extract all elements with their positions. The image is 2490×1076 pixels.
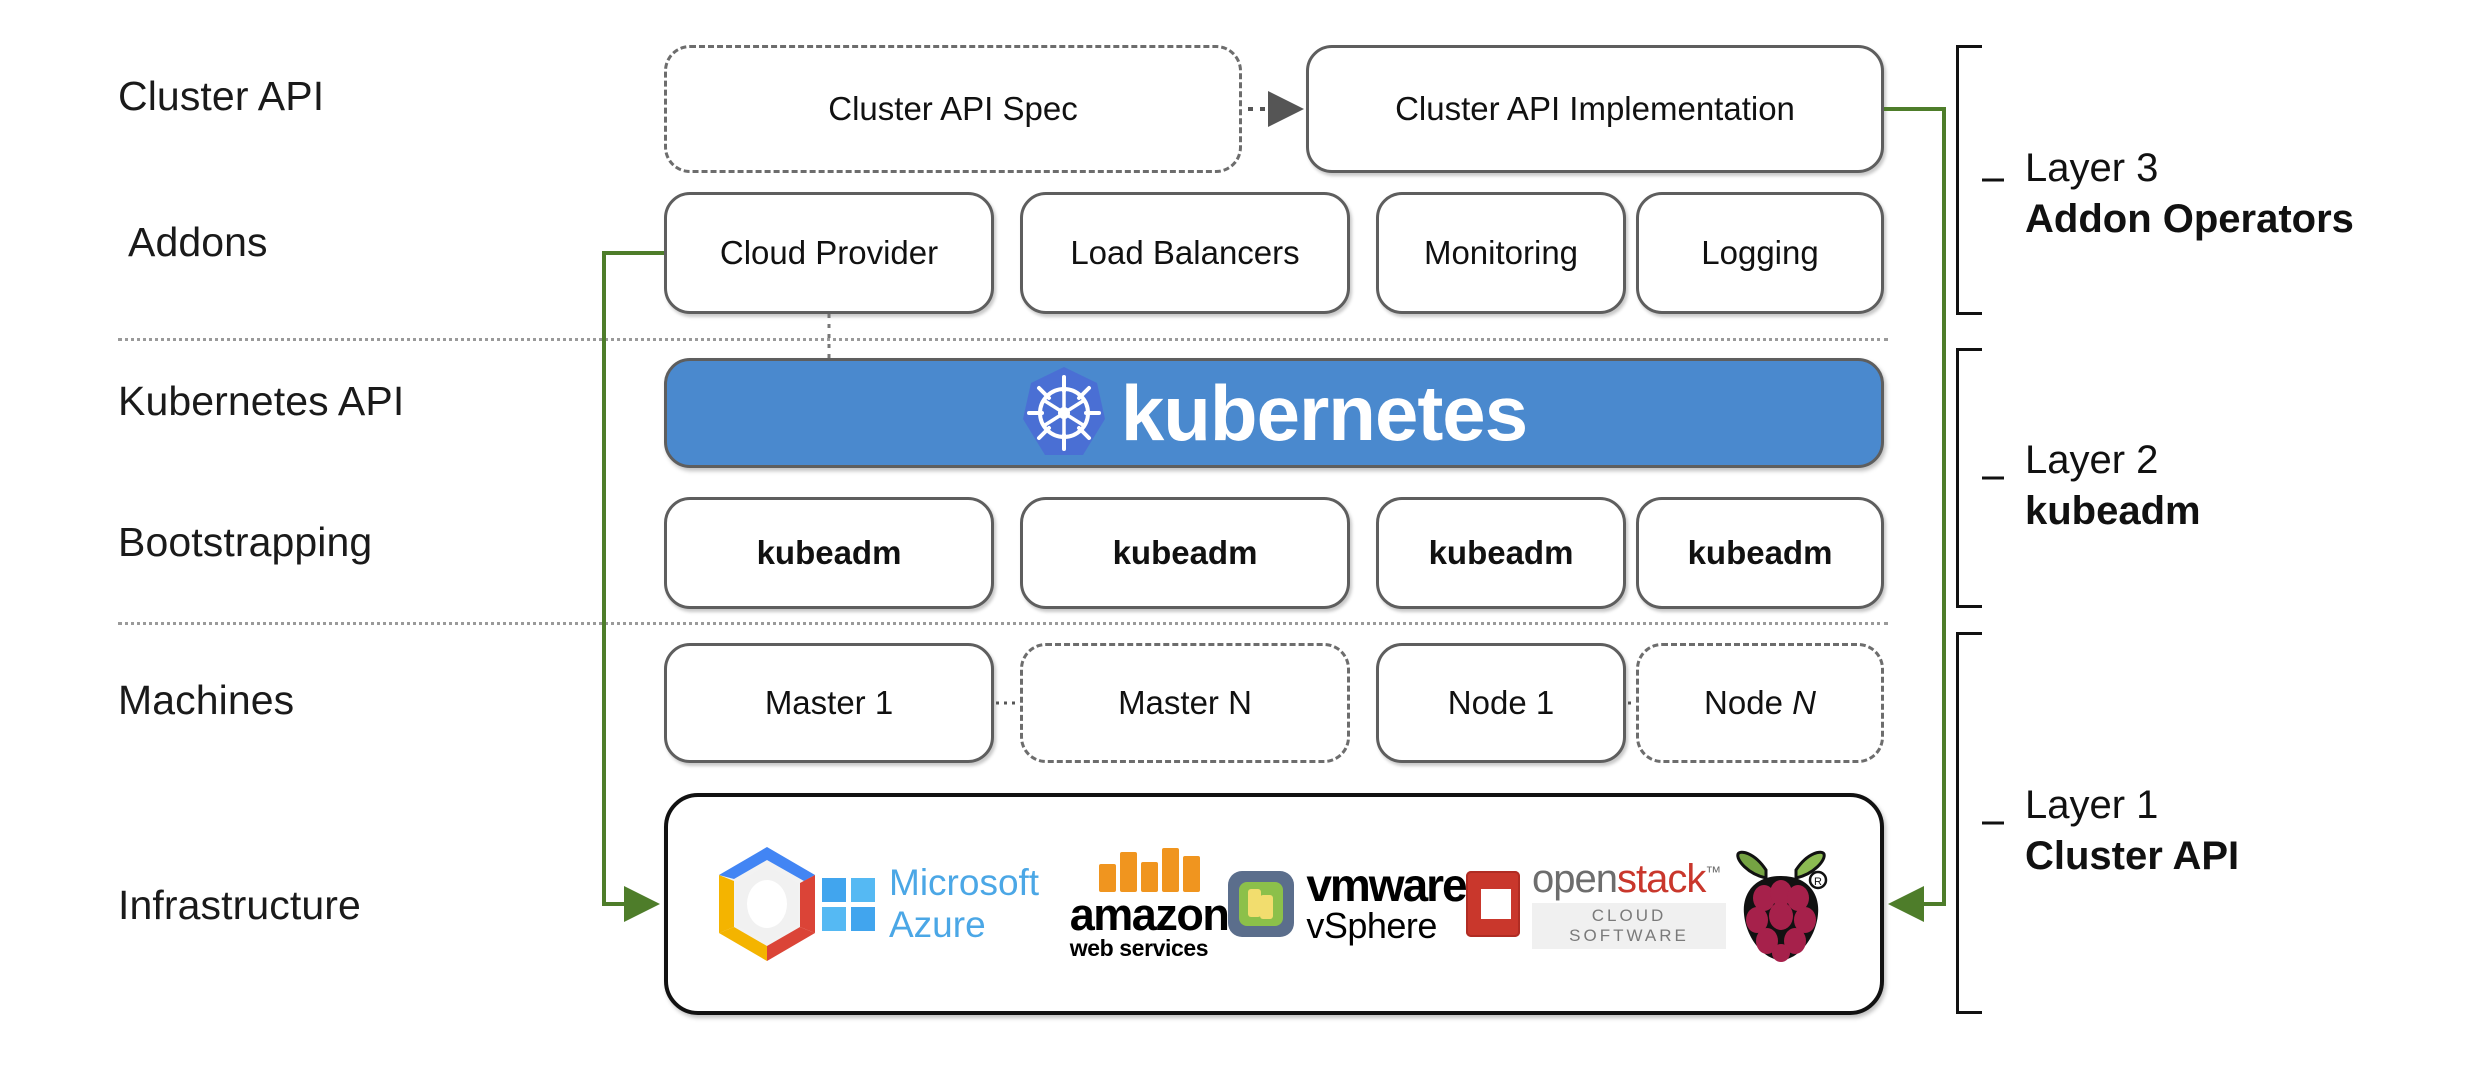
green-connector-cloud-provider-to-infrastructure bbox=[602, 251, 664, 922]
node-logging[interactable]: Logging bbox=[1636, 192, 1884, 314]
bracket-nib-layer-1 bbox=[1982, 821, 2004, 825]
aws-cubes-icon bbox=[1098, 846, 1200, 893]
node-cluster-api-spec[interactable]: Cluster API Spec bbox=[664, 45, 1242, 173]
node-node-n[interactable]: Node N bbox=[1636, 643, 1884, 763]
layer-1-label: Layer 1 Cluster API bbox=[2025, 780, 2239, 882]
row-label-machines: Machines bbox=[118, 677, 295, 723]
vsphere-label: vSphere bbox=[1306, 904, 1437, 946]
bracket-layer-1 bbox=[1956, 632, 2004, 1014]
layer-2-title: kubeadm bbox=[2025, 489, 2201, 534]
amazon-wordmark: amazon bbox=[1069, 889, 1230, 941]
node-kubeadm-mastern[interactable]: kubeadm bbox=[1020, 497, 1350, 609]
node-monitoring[interactable]: Monitoring bbox=[1376, 192, 1626, 314]
node-cloud-provider[interactable]: Cloud Provider bbox=[664, 192, 994, 314]
node-load-balancers[interactable]: Load Balancers bbox=[1020, 192, 1350, 314]
layer-3-title: Addon Operators bbox=[2025, 197, 2354, 242]
green-connector-implementation-to-infrastructure bbox=[1884, 107, 1946, 922]
aws-web-services-label: web services bbox=[1069, 934, 1209, 961]
node-cluster-api-implementation[interactable]: Cluster API Implementation bbox=[1306, 45, 1884, 173]
microsoft-azure-logo: Microsoft Azure bbox=[822, 862, 1070, 946]
layer-1-title: Cluster API bbox=[2025, 834, 2240, 879]
divider-layer2-layer1 bbox=[118, 622, 1888, 625]
vmware-badge-icon bbox=[1228, 870, 1295, 937]
vmware-wordmark: vmware bbox=[1306, 859, 1467, 912]
google-cloud-platform-icon bbox=[712, 843, 822, 965]
bracket-layer-3 bbox=[1956, 45, 2004, 315]
trademark-icon: ™ bbox=[1705, 864, 1721, 882]
node-kubeadm-node1[interactable]: kubeadm bbox=[1376, 497, 1626, 609]
svg-text:R: R bbox=[1814, 876, 1822, 888]
node-master-n[interactable]: Master N bbox=[1020, 643, 1350, 763]
node-kubeadm-master1[interactable]: kubeadm bbox=[664, 497, 994, 609]
openstack-mark-icon bbox=[1465, 871, 1521, 937]
node-master-1[interactable]: Master 1 bbox=[664, 643, 994, 763]
layer-3-name: Layer 3 bbox=[2025, 146, 2159, 190]
layer-2-name: Layer 2 bbox=[2025, 438, 2159, 482]
bracket-layer-2 bbox=[1956, 348, 2004, 608]
layer-2-label: Layer 2 kubeadm bbox=[2025, 435, 2201, 537]
infrastructure-box[interactable]: Microsoft Azure amazon web services v bbox=[664, 793, 1884, 1015]
node-node-1[interactable]: Node 1 bbox=[1376, 643, 1626, 763]
row-label-bootstrapping: Bootstrapping bbox=[118, 519, 373, 565]
layer-3-label: Layer 3 Addon Operators bbox=[2025, 143, 2354, 245]
amazon-web-services-logo: amazon web services bbox=[1069, 846, 1230, 962]
divider-layer3-layer2 bbox=[118, 338, 1888, 341]
bracket-nib-layer-2 bbox=[1982, 476, 2004, 480]
openstack-stack-label: stack bbox=[1617, 857, 1706, 901]
raspberry-pi-logo: R bbox=[1726, 840, 1836, 968]
microsoft-azure-label: Microsoft Azure bbox=[889, 862, 1040, 945]
row-label-infrastructure: Infrastructure bbox=[118, 882, 361, 928]
node-node-n-label: Node N bbox=[1704, 684, 1816, 721]
microsoft-window-icon bbox=[822, 877, 875, 931]
node-kubeadm-noden[interactable]: kubeadm bbox=[1636, 497, 1884, 609]
row-label-addons: Addons bbox=[128, 219, 268, 265]
kubernetes-wordmark: kubernetes bbox=[1120, 368, 1528, 457]
kubernetes-helm-wheel-icon bbox=[1021, 365, 1107, 461]
vmware-vsphere-logo: vmware vSphere bbox=[1228, 859, 1468, 946]
kubernetes-banner[interactable]: kubernetes bbox=[664, 358, 1884, 468]
row-label-cluster-api: Cluster API bbox=[118, 73, 325, 119]
layer-1-name: Layer 1 bbox=[2025, 783, 2159, 827]
row-label-kubernetes-api: Kubernetes API bbox=[118, 378, 405, 424]
openstack-cloud-software-label: CLOUD SOFTWARE bbox=[1532, 903, 1726, 949]
openstack-open-label: open bbox=[1532, 857, 1618, 901]
openstack-logo: openstack™ CLOUD SOFTWARE bbox=[1465, 857, 1726, 949]
bracket-nib-layer-3 bbox=[1982, 178, 2004, 182]
